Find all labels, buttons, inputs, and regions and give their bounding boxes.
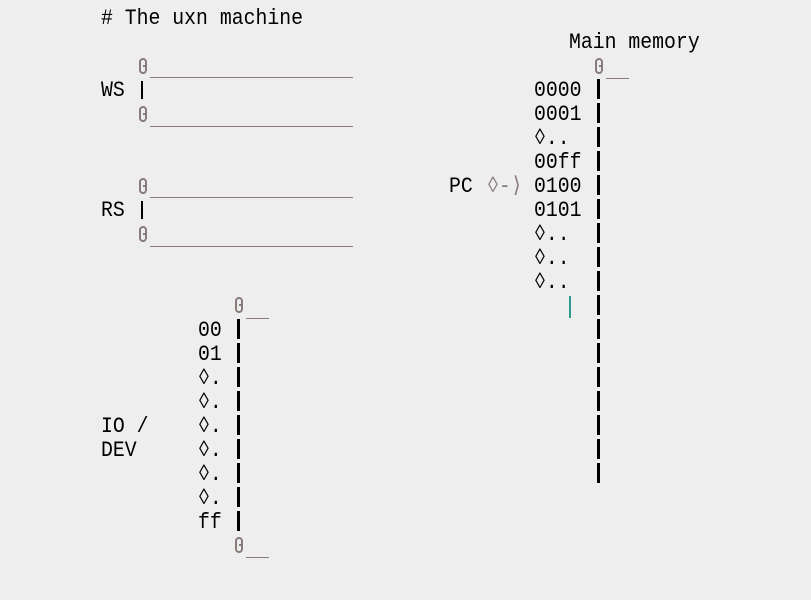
io-address: 00 — [198, 318, 222, 343]
memory-address: ◊.. — [534, 246, 570, 271]
memory-address: 0001 — [534, 102, 582, 127]
io-address: ◊. — [198, 414, 222, 439]
memory-top-line — [606, 78, 629, 79]
ws-bottom-line — [150, 126, 353, 127]
io-bottom-handle-icon[interactable] — [235, 537, 243, 553]
rs-bottom-line — [150, 246, 353, 247]
io-top-handle-icon[interactable] — [235, 297, 243, 313]
memory-address: 00ff — [534, 150, 582, 175]
dev-label: DEV — [101, 438, 137, 463]
rs-label: RS — [101, 198, 125, 223]
pc-arrow-icon[interactable]: ◊-⟩ — [487, 174, 523, 199]
memory-address: 0000 — [534, 78, 582, 103]
io-bottom-line — [246, 557, 269, 558]
memory-address: ◊.. — [534, 126, 570, 151]
pc-label: PC — [449, 174, 473, 199]
ws-top-handle-icon[interactable] — [139, 58, 147, 74]
ws-label: WS — [101, 78, 125, 103]
io-address: ◊. — [198, 462, 222, 487]
io-address: ◊. — [198, 366, 222, 391]
memory-bar — [597, 79, 600, 485]
ws-top-line — [150, 77, 353, 78]
memory-top-handle-icon[interactable] — [595, 58, 603, 74]
io-label: IO / — [101, 414, 149, 439]
io-address: 01 — [198, 342, 222, 367]
rs-bottom-handle-icon[interactable] — [139, 226, 147, 242]
io-address: ◊. — [198, 486, 222, 511]
ws-bottom-handle-icon[interactable] — [139, 106, 147, 122]
memory-title: Main memory — [569, 30, 700, 55]
page-title: # The uxn machine — [101, 6, 303, 31]
rs-top-line — [150, 197, 353, 198]
text-cursor — [569, 296, 571, 318]
memory-address: ◊.. — [534, 222, 570, 247]
ws-bar — [141, 81, 143, 99]
io-top-line — [246, 318, 269, 319]
memory-address: ◊.. — [534, 270, 570, 295]
io-address: ◊. — [198, 438, 222, 463]
io-bar — [237, 319, 240, 533]
memory-address: 0101 — [534, 198, 582, 223]
memory-address: 0100 — [534, 174, 582, 199]
rs-top-handle-icon[interactable] — [139, 178, 147, 194]
io-address: ff — [198, 510, 222, 535]
rs-bar — [141, 201, 143, 219]
io-address: ◊. — [198, 390, 222, 415]
